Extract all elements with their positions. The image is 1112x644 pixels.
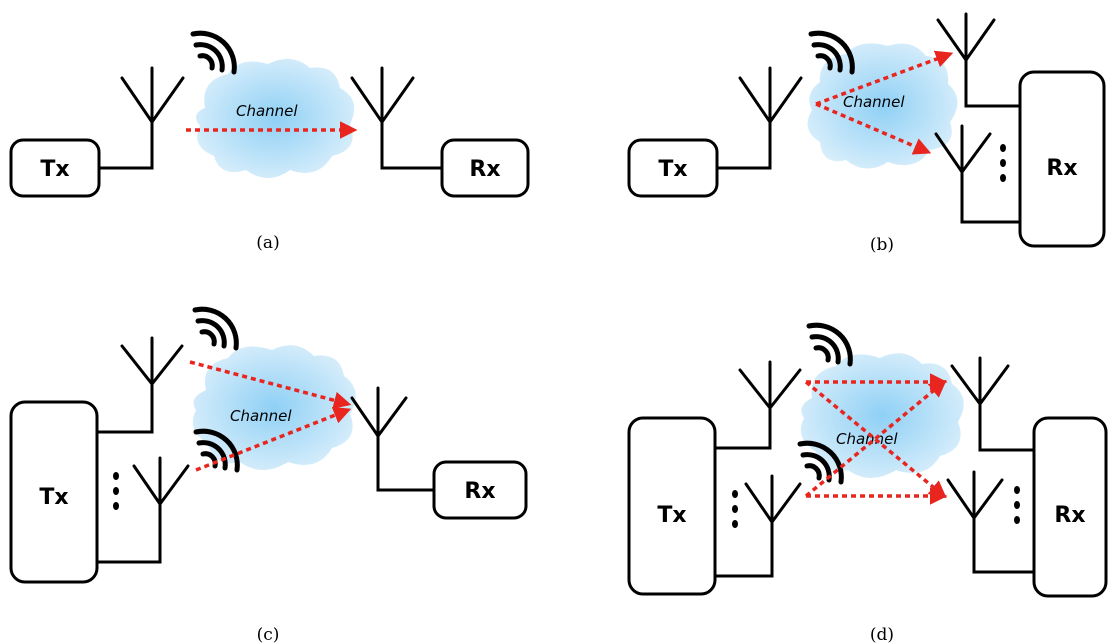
tx-signal-waves-2-icon — [193, 428, 240, 473]
channel-arrow-2 — [815, 102, 932, 155]
rx-feed-line-2 — [972, 516, 1036, 574]
tx-box — [627, 416, 717, 596]
tx-feed-line — [97, 120, 154, 170]
rx-label: Rx — [1046, 156, 1077, 181]
channel-arrow-1 — [189, 360, 352, 409]
rx-label: Rx — [464, 479, 495, 504]
channel-arrow-2 — [195, 407, 352, 472]
tx-label: Tx — [39, 485, 68, 510]
rx-antenna-1-icon — [936, 12, 996, 62]
tx-label: Tx — [40, 157, 69, 182]
caption-a: (a) — [256, 233, 279, 253]
tx-antenna-1-icon — [738, 360, 802, 410]
rx-box — [432, 460, 528, 520]
tx-signal-waves-1-icon — [192, 306, 239, 351]
channel-label: Channel — [843, 93, 905, 111]
tx-antenna-icon — [738, 66, 803, 124]
antenna-ellipsis — [113, 472, 119, 510]
rx-antenna-2-icon — [934, 124, 992, 174]
rx-feed-line — [376, 434, 436, 492]
channel-arrow-4 — [804, 379, 947, 498]
antenna-ellipsis — [732, 490, 738, 528]
tx-feed-line — [715, 120, 772, 170]
caption-d: (d) — [870, 625, 894, 644]
panel-a: Channel Tx Rx (a) — [9, 30, 530, 253]
tx-feed-line-2 — [713, 520, 774, 578]
tx-antenna-1-icon — [120, 336, 184, 386]
rx-box — [1018, 70, 1106, 248]
rx-antenna-2-icon — [946, 470, 1004, 520]
channel-cloud — [800, 353, 964, 478]
rx-feed-line — [380, 120, 444, 170]
channel-label: Channel — [836, 430, 898, 448]
rx-feed-line-2 — [960, 170, 1022, 224]
antenna-ellipsis — [1000, 144, 1006, 182]
tx-feed-line-1 — [95, 382, 154, 434]
tx-label: Tx — [657, 503, 686, 528]
rx-box — [440, 138, 530, 198]
channel-label: Channel — [230, 407, 292, 425]
channel-label: Channel — [236, 102, 298, 120]
tx-antenna-icon — [120, 66, 185, 124]
rx-feed-line-1 — [964, 58, 1022, 108]
panel-c: Channel Tx Rx (c) — [9, 306, 528, 644]
rx-antenna-1-icon — [950, 356, 1010, 406]
tx-feed-line-2 — [95, 502, 162, 564]
tx-label: Tx — [658, 157, 687, 182]
panel-b: Channel Tx Rx (b) — [627, 12, 1106, 255]
channel-cloud — [192, 345, 356, 470]
rx-antenna-icon — [350, 386, 408, 438]
rx-label: Rx — [469, 157, 500, 182]
tx-antenna-2-icon — [132, 456, 190, 506]
caption-b: (b) — [870, 235, 894, 255]
tx-signal-waves-icon — [190, 30, 237, 75]
panel-d: Channel Tx — [627, 322, 1108, 644]
rx-box — [1032, 416, 1108, 598]
tx-signal-waves-1-icon — [806, 322, 853, 367]
channel-arrow-3 — [804, 380, 947, 499]
channel-cloud — [196, 58, 355, 178]
rx-feed-line-1 — [978, 402, 1036, 452]
antenna-ellipsis — [1014, 486, 1020, 524]
caption-c: (c) — [257, 625, 280, 644]
channel-arrow-1 — [815, 50, 954, 106]
tx-antenna-2-icon — [744, 474, 802, 524]
rx-label: Rx — [1054, 503, 1085, 528]
rx-antenna-icon — [350, 66, 415, 124]
tx-feed-line-1 — [713, 406, 772, 450]
channel-cloud — [807, 43, 958, 169]
tx-box — [9, 400, 99, 584]
tx-signal-waves-icon — [808, 30, 855, 75]
